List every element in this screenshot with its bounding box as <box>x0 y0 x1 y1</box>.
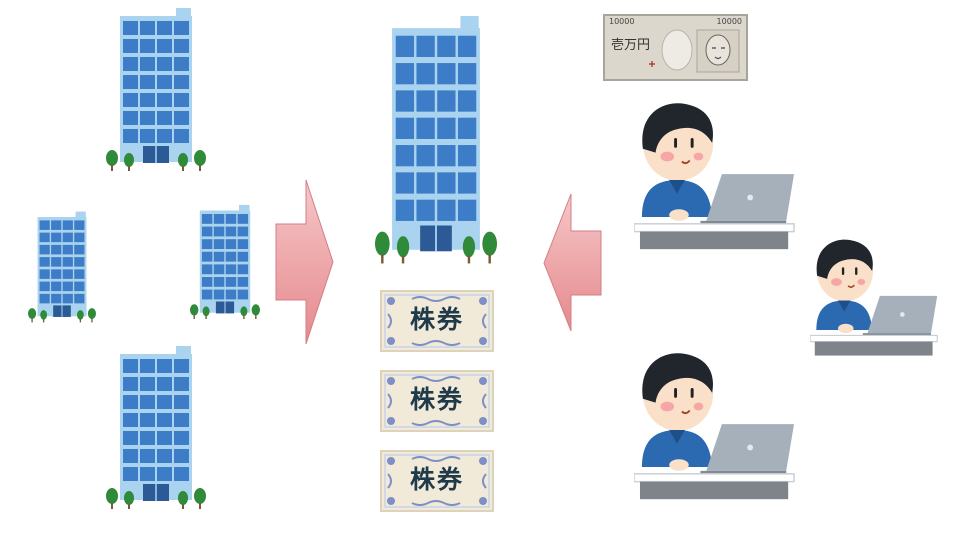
company-building-right <box>190 203 260 323</box>
banknote-denomination: 10000 <box>716 17 742 26</box>
banknote-face-text: 壱万円 <box>611 38 651 53</box>
certificate-ornament-icon <box>384 454 490 508</box>
portrait-icon <box>649 29 740 73</box>
building-icon <box>106 345 206 513</box>
building-icon <box>28 210 96 326</box>
company-building-bottom <box>106 345 206 513</box>
certificate-ornament-icon <box>384 294 490 348</box>
stock-certificate: 株券 <box>380 290 494 352</box>
building-icon <box>375 16 497 268</box>
investment-arrow <box>543 193 602 332</box>
certificate-label: 株券 <box>409 385 464 414</box>
stock-certificate: 株券 <box>380 370 494 432</box>
merge-arrow <box>275 179 334 345</box>
company-building-top <box>106 8 206 174</box>
certificate-ornament-icon <box>384 374 490 428</box>
investor-top <box>634 100 800 256</box>
certificate-label: 株券 <box>409 305 464 334</box>
central-company-building <box>375 16 497 268</box>
person-at-laptop-icon <box>810 237 942 361</box>
arrow-left-icon <box>543 193 602 332</box>
certificate-label: 株券 <box>409 465 464 494</box>
company-building-left <box>28 210 96 326</box>
banknote: 10000 10000 壱万円 <box>603 14 748 81</box>
building-icon <box>190 203 260 323</box>
building-icon <box>106 8 206 174</box>
stock-certificate: 株券 <box>380 450 494 512</box>
investor-middle <box>810 237 942 361</box>
person-at-laptop-icon <box>634 350 800 506</box>
person-at-laptop-icon <box>634 100 800 256</box>
investor-bottom <box>634 350 800 506</box>
arrow-right-icon <box>275 179 334 345</box>
banknote-denomination: 10000 <box>609 17 635 26</box>
